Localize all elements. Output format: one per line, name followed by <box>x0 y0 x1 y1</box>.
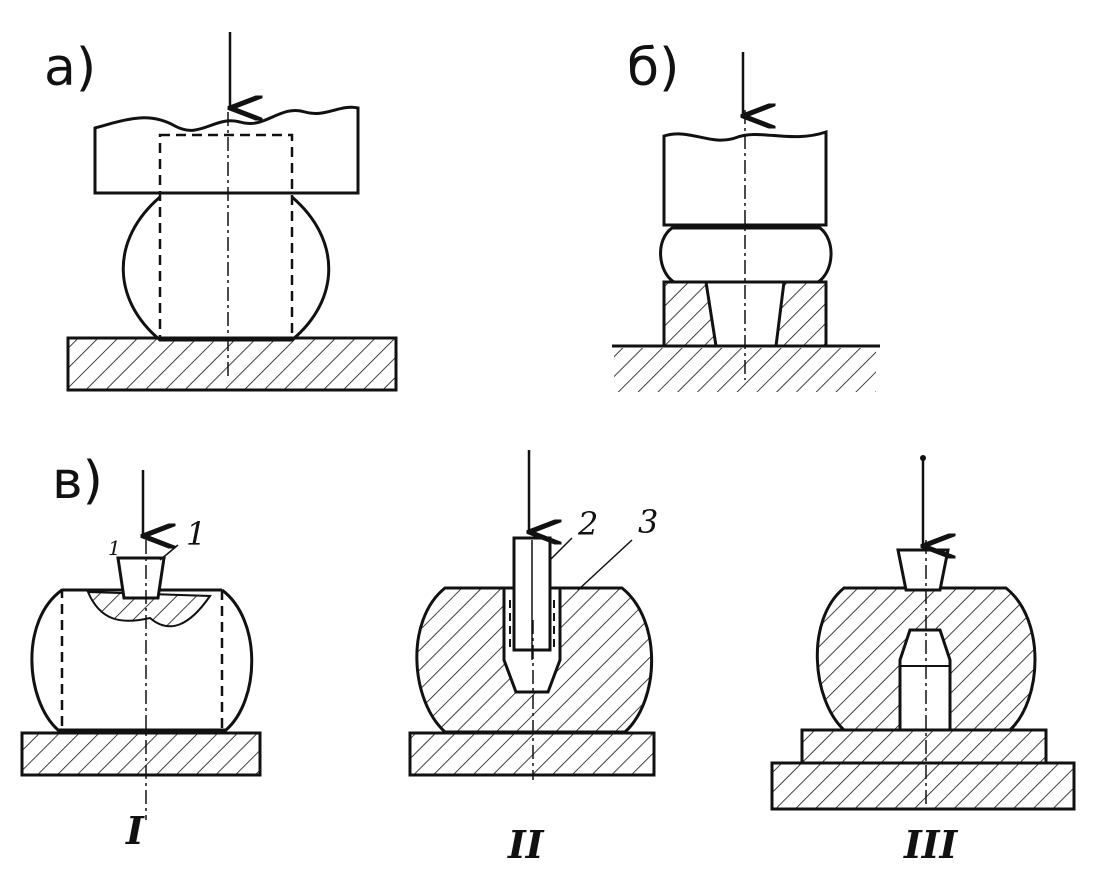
iii-arrow-tail-dot <box>920 455 926 461</box>
ii-leader-3 <box>577 539 633 591</box>
a-bulged-workpiece <box>121 195 331 342</box>
a-base-plate <box>66 336 398 392</box>
iii-punch <box>896 548 950 592</box>
iii-cavity <box>898 628 952 732</box>
callout-1-small: 1 <box>108 536 121 560</box>
stage-i <box>20 470 262 820</box>
stage-ii <box>408 450 656 780</box>
b-bulged-part <box>659 226 833 284</box>
iii-base-upper <box>800 728 1048 765</box>
i-leader-1 <box>159 544 179 561</box>
callout-1: 1 <box>186 515 207 553</box>
i-base-plate <box>20 731 262 777</box>
i-punch <box>116 556 166 600</box>
callout-2: 2 <box>578 505 599 543</box>
ii-leader-2 <box>549 537 573 561</box>
diagram-a <box>66 32 398 392</box>
iii-base-lower <box>770 761 1076 811</box>
label-a: а) <box>44 38 97 98</box>
i-deformed-zone <box>86 590 212 628</box>
label-b: б) <box>627 38 680 98</box>
stage-label-iii: III <box>904 822 958 867</box>
label-v: в) <box>52 451 103 511</box>
stage-label-i: I <box>126 808 144 853</box>
callout-3: 3 <box>638 503 659 541</box>
ii-base-plate <box>408 731 656 777</box>
i-bulged-billet <box>30 588 254 732</box>
stage-iii <box>770 455 1076 811</box>
stage-label-ii: II <box>508 822 544 867</box>
a-upper-die <box>93 105 360 195</box>
a-original-blank <box>158 133 294 342</box>
diagram-b <box>612 52 880 392</box>
